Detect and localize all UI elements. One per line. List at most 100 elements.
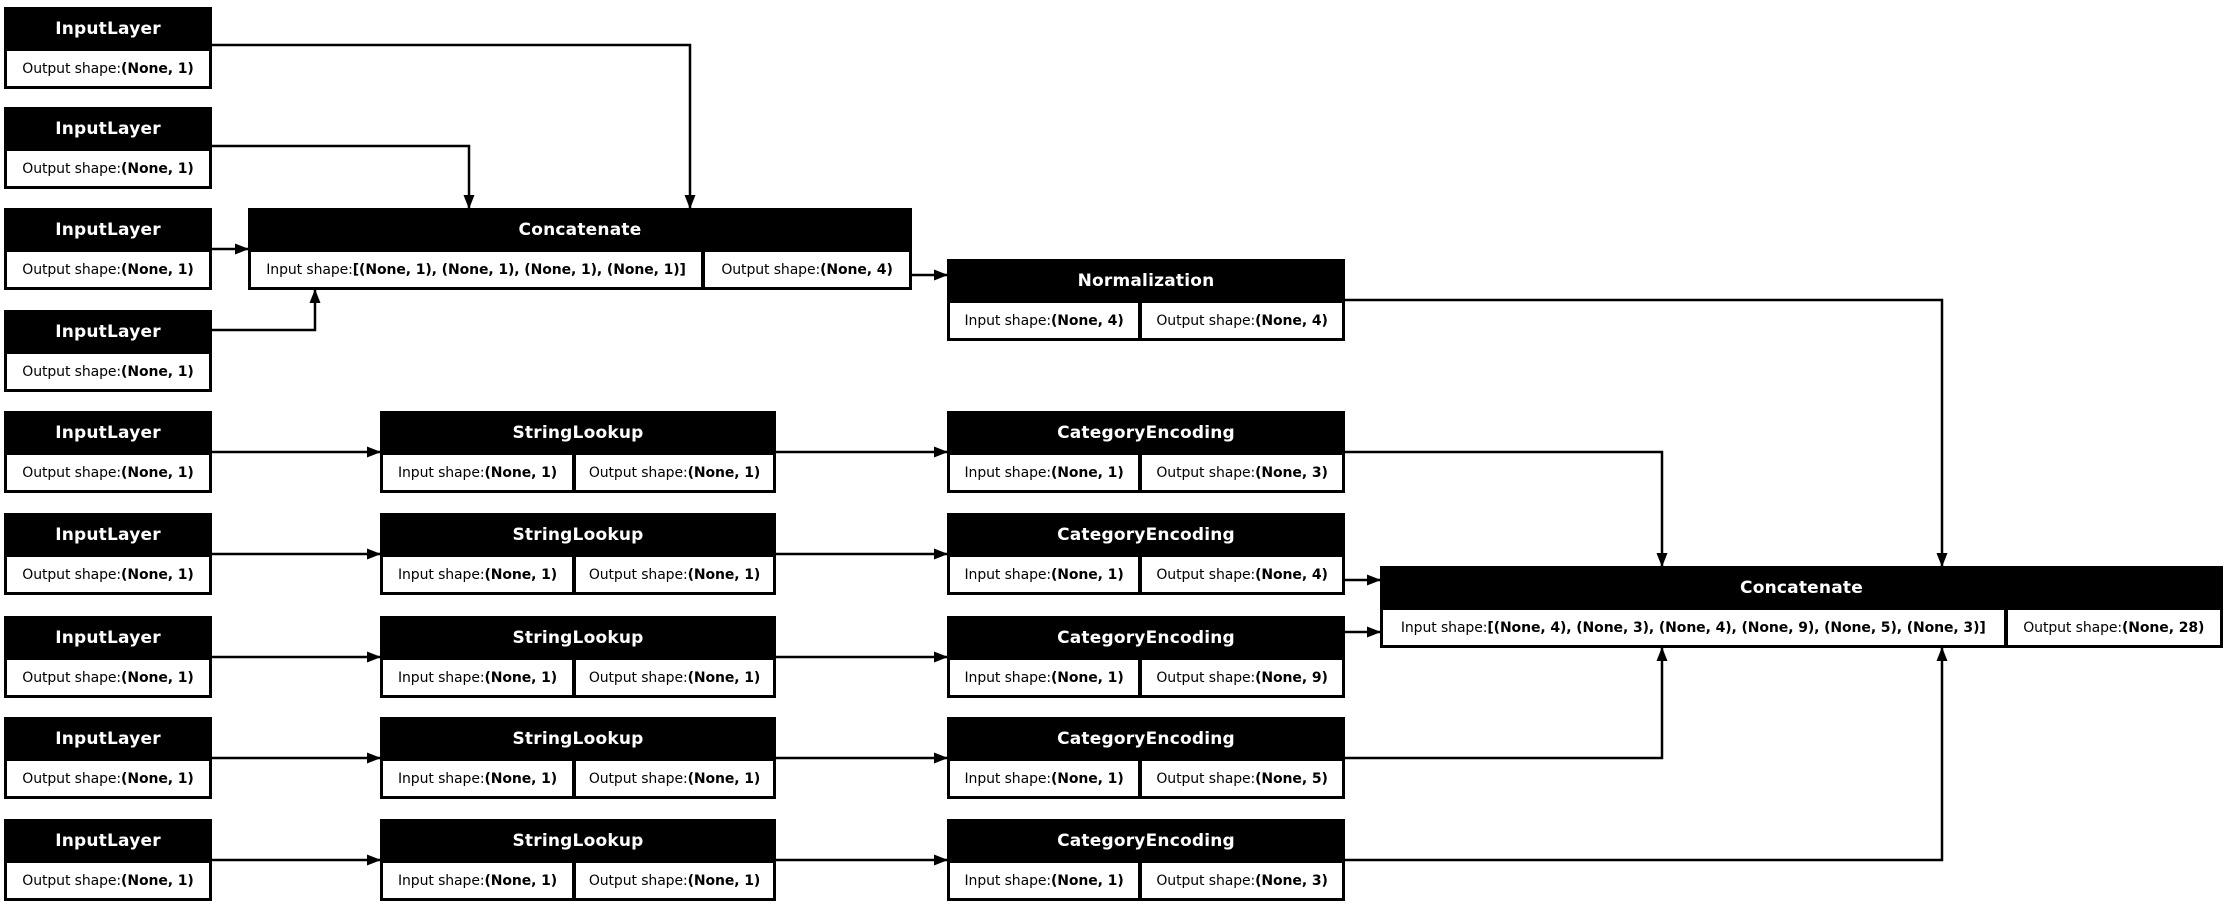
input-shape-cell: Input shape: (None, 1) [950, 863, 1139, 898]
node-stringlookup: StringLookup Input shape: (None, 1)Outpu… [380, 513, 776, 595]
layer-title: Concatenate [518, 220, 642, 240]
shape-value: (None, 1) [687, 566, 761, 583]
shape-cells: Output shape: (None, 1) [4, 557, 212, 595]
node-inputlayer: InputLayer Output shape: (None, 1) [4, 208, 212, 290]
shape-value: (None, 4) [1050, 312, 1124, 329]
shape-label: Output shape: [1156, 312, 1256, 329]
shape-value: (None, 1) [1050, 770, 1124, 787]
shape-label: Input shape: [964, 872, 1052, 889]
shape-cells: Output shape: (None, 1) [4, 761, 212, 799]
shape-value: (None, 5) [1255, 770, 1328, 787]
shape-label: Output shape: [22, 566, 122, 583]
layer-title: CategoryEncoding [1057, 423, 1235, 443]
edge-normalization-to-concat_2 [1345, 298, 1948, 567]
output-shape-cell: Output shape: (None, 28) [2007, 610, 2220, 645]
shape-value: (None, 28) [2122, 619, 2205, 636]
layer-title: InputLayer [55, 831, 161, 851]
layer-title: InputLayer [55, 322, 161, 342]
layer-title: CategoryEncoding [1057, 525, 1235, 545]
shape-label: Output shape: [1156, 669, 1256, 686]
shape-cells: Input shape: (None, 1)Output shape: (Non… [380, 863, 776, 901]
shape-value: (None, 1) [121, 566, 194, 583]
output-shape-cell: Output shape: (None, 1) [7, 354, 209, 389]
node-categoryencoding: CategoryEncoding Input shape: (None, 1)O… [947, 717, 1345, 799]
layer-title: InputLayer [55, 19, 161, 39]
output-shape-cell: Output shape: (None, 5) [1142, 761, 1342, 796]
node-stringlookup: StringLookup Input shape: (None, 1)Outpu… [380, 616, 776, 698]
edge-encode_5-to-concat_2 [1345, 647, 1948, 862]
edge-input_4-to-concat_1 [212, 289, 321, 332]
layer-title: StringLookup [512, 525, 644, 545]
shape-label: Output shape: [22, 363, 122, 380]
shape-value: (None, 1) [1050, 566, 1124, 583]
shape-value: (None, 1) [121, 60, 194, 77]
output-shape-cell: Output shape: (None, 1) [576, 455, 773, 490]
shape-cells: Input shape: (None, 4)Output shape: (Non… [947, 303, 1345, 341]
input-shape-cell: Input shape: (None, 4) [950, 303, 1139, 338]
layer-title: CategoryEncoding [1057, 729, 1235, 749]
node-categoryencoding: CategoryEncoding Input shape: (None, 1) O… [947, 411, 1345, 493]
input-shape-cell: Input shape: (None, 1) [950, 660, 1139, 695]
shape-label: Input shape: [397, 464, 485, 481]
shape-value: (None, 3) [1255, 464, 1328, 481]
shape-value: (None, 3) [1255, 872, 1328, 889]
layer-title: StringLookup [512, 729, 644, 749]
input-shape-cell: Input shape: (None, 1) [950, 455, 1139, 490]
layer-title: Normalization [1077, 271, 1215, 291]
shape-cells: Output shape: (None, 1) [4, 252, 212, 290]
shape-value: (None, 1) [1050, 872, 1124, 889]
layer-title: InputLayer [55, 729, 161, 749]
node-inputlayer: InputLayer Output shape: (None, 1) [4, 616, 212, 698]
shape-cells: Input shape: (None, 1) Output shape: (Non… [947, 557, 1345, 595]
shape-cells: Input shape: [(None, 1), (None, 1), (Non… [248, 252, 912, 290]
layer-title: InputLayer [55, 119, 161, 139]
shape-value: (None, 9) [1255, 669, 1328, 686]
output-shape-cell: Output shape: (None, 1) [7, 660, 209, 695]
output-shape-cell: Output shape: (None, 9) [1142, 660, 1342, 695]
input-shape-cell: Input shape: (None, 1) [383, 557, 573, 592]
shape-label: Output shape: [1156, 566, 1256, 583]
shape-label: Output shape: [22, 160, 122, 177]
shape-value: (None, 1) [687, 770, 761, 787]
output-shape-cell: Output shape: (None, 4) [705, 252, 909, 287]
edge-encode_1-to-concat_2 [1345, 450, 1668, 567]
shape-label: Input shape: [266, 261, 353, 278]
shape-label: Output shape: [22, 261, 122, 278]
node-inputlayer: InputLayer Output shape: (None, 1) [4, 513, 212, 595]
node-normalization: Normalization Input shape: (None, 4)Outp… [947, 259, 1345, 341]
shape-label: Output shape: [1156, 464, 1256, 481]
input-shape-cell: Input shape: (None, 1) [950, 557, 1139, 592]
shape-label: Output shape: [22, 669, 122, 686]
shape-cells: Output shape: (None, 1) [4, 51, 212, 89]
node-stringlookup: StringLookup Input shape: (None, 1)Outpu… [380, 717, 776, 799]
shape-value: (None, 1) [121, 669, 194, 686]
shape-cells: Input shape: (None, 1) Output shape: (Non… [947, 455, 1345, 493]
layer-title: StringLookup [512, 423, 644, 443]
shape-label: Output shape: [22, 770, 122, 787]
shape-value: (None, 4) [820, 261, 893, 278]
node-stringlookup: StringLookup Input shape: (None, 1)Outpu… [380, 819, 776, 901]
output-shape-cell: Output shape: (None, 1) [7, 761, 209, 796]
shape-cells: Input shape: [(None, 4), (None, 3), (Non… [1380, 610, 2223, 648]
output-shape-cell: Output shape: (None, 1) [7, 455, 209, 490]
shape-cells: Output shape: (None, 1) [4, 660, 212, 698]
shape-value: (None, 1) [484, 872, 558, 889]
shape-cells: Input shape: (None, 1)Output shape: (Non… [380, 557, 776, 595]
shape-cells: Output shape: (None, 1) [4, 455, 212, 493]
shape-cells: Output shape: (None, 1) [4, 354, 212, 392]
shape-label: Output shape: [588, 669, 688, 686]
output-shape-cell: Output shape: (None, 4) [1142, 303, 1342, 338]
shape-label: Input shape: [397, 566, 485, 583]
shape-value: (None, 1) [484, 669, 558, 686]
layer-title: InputLayer [55, 423, 161, 443]
shape-value: (None, 1) [687, 872, 761, 889]
shape-cells: Input shape: (None, 1)Output shape: (Non… [380, 761, 776, 799]
shape-label: Output shape: [22, 872, 122, 889]
shape-label: Output shape: [588, 872, 688, 889]
shape-value: (None, 1) [484, 566, 558, 583]
shape-value: (None, 1) [121, 363, 194, 380]
shape-value: (None, 1) [484, 770, 558, 787]
shape-value: (None, 4) [1255, 312, 1328, 329]
